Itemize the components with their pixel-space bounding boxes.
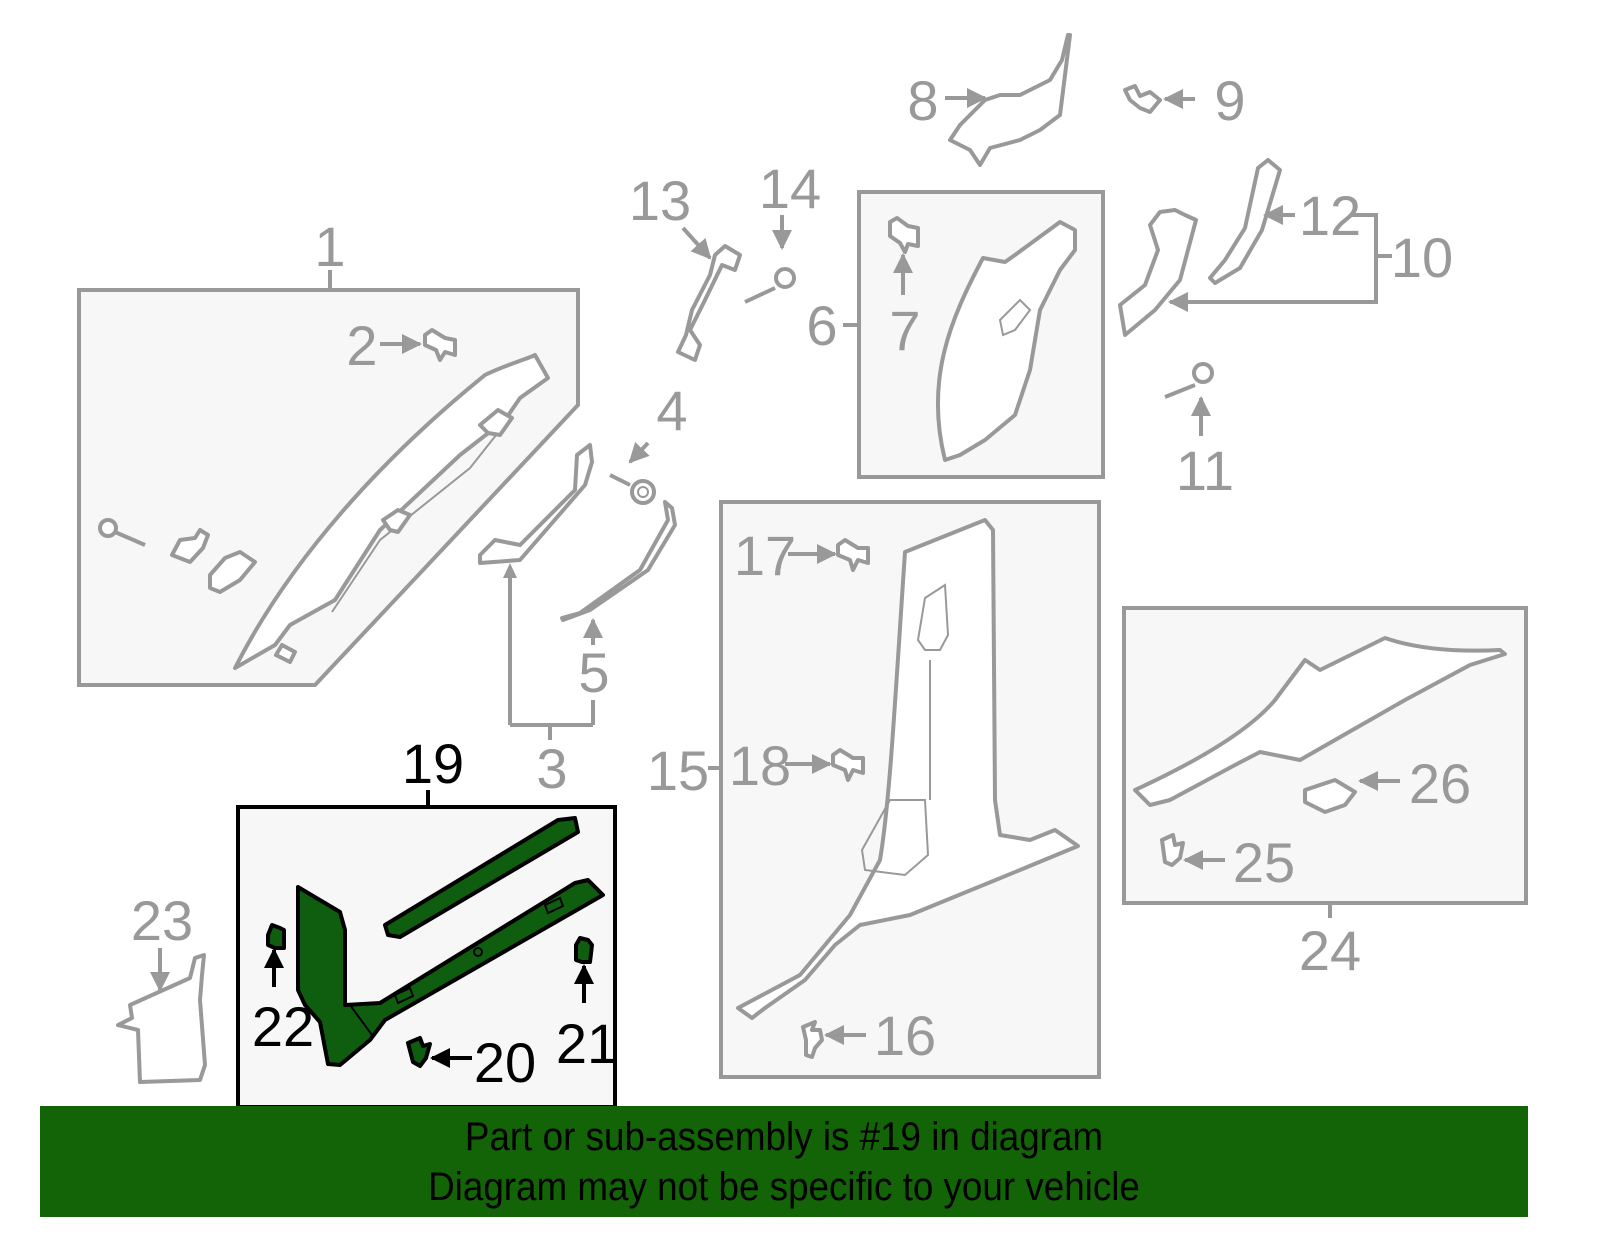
part-13-bracket	[676, 244, 742, 362]
callout-25: 25	[1233, 831, 1295, 894]
part-5-trim	[560, 500, 677, 622]
banner-line-1: Part or sub-assembly is #19 in diagram	[464, 1115, 1104, 1159]
callout-21: 21	[556, 1012, 618, 1075]
banner-line-2: Diagram may not be specific to your vehi…	[428, 1165, 1140, 1209]
part-22-clip	[266, 923, 286, 950]
part-7-clip	[888, 216, 920, 254]
part-21-clip	[574, 936, 594, 964]
part-8-bracket	[948, 33, 1072, 167]
callout-7: 7	[889, 299, 920, 362]
part-23-trim	[116, 953, 207, 1084]
group-1-a-pillar[interactable]: 1 2	[77, 215, 580, 687]
callout-14: 14	[759, 157, 821, 220]
callout-3: 3	[536, 737, 567, 800]
part-26-nut	[1303, 778, 1357, 814]
callout-17: 17	[734, 524, 796, 587]
part-2-clip	[423, 328, 457, 362]
group-24-trim[interactable]: 24 26 25	[1122, 606, 1528, 982]
part-19-upper-sill-strip	[383, 816, 580, 939]
part-19-main-sill-plate	[296, 878, 605, 1067]
part-11-bolt-icon	[1164, 362, 1214, 399]
callout-24: 24	[1299, 919, 1361, 982]
callout-5: 5	[578, 641, 609, 704]
callout-18: 18	[729, 734, 791, 797]
callout-9: 9	[1214, 69, 1245, 132]
parts-13-14[interactable]: 13 14	[629, 157, 821, 362]
callout-16: 16	[874, 1004, 936, 1067]
callout-10: 10	[1391, 226, 1453, 289]
callout-1: 1	[314, 215, 345, 278]
group-1-box	[77, 288, 580, 687]
part-25-clip	[1160, 833, 1185, 867]
diagram-notice-banner: Part or sub-assembly is #19 in diagram D…	[40, 1106, 1528, 1217]
part-10-trim	[1118, 208, 1198, 337]
part-23[interactable]: 23	[116, 889, 207, 1084]
part-9-clip	[1123, 84, 1162, 114]
callout-23: 23	[131, 889, 193, 952]
callout-20: 20	[474, 1031, 536, 1094]
group-6-pillar-trim[interactable]: 6 7	[806, 190, 1105, 479]
callout-6: 6	[806, 294, 837, 357]
part-20-clip	[406, 1036, 432, 1068]
callout-13: 13	[629, 169, 691, 232]
callout-15: 15	[647, 739, 709, 802]
callout-11: 11	[1176, 439, 1234, 502]
part-15-b-pillar-trim	[736, 518, 1080, 1020]
part-17-clip	[836, 538, 870, 572]
parts-10-11-12[interactable]: 12 10 11	[1118, 158, 1453, 502]
callout-19: 19	[402, 732, 464, 795]
part-16-clip	[801, 1020, 824, 1059]
part-3-trim	[478, 443, 594, 565]
callout-22: 22	[252, 995, 314, 1058]
group-3-parts[interactable]: 3 5 4	[478, 379, 688, 800]
callout-4: 4	[656, 379, 687, 442]
parts-8-9[interactable]: 8 9	[907, 33, 1246, 167]
part-18-clip	[831, 748, 865, 782]
bolt-icon	[98, 518, 146, 547]
part-14-bolt-icon	[744, 267, 796, 304]
group-15-b-pillar[interactable]: 15 17 18 16	[647, 500, 1101, 1079]
clip-icon	[170, 528, 210, 564]
callout-26: 26	[1409, 752, 1471, 815]
part-12-strip	[1208, 158, 1282, 285]
part-24-trim	[1133, 636, 1507, 807]
part-4-screw-icon	[609, 473, 656, 505]
callout-8: 8	[907, 69, 938, 132]
a-pillar-trim	[233, 353, 550, 670]
retainer-icon	[208, 550, 257, 594]
group-19-scuff-plate-highlighted[interactable]: 19 22 21 20	[236, 732, 618, 1109]
part-6-trim	[935, 220, 1077, 462]
callout-2: 2	[346, 314, 377, 377]
